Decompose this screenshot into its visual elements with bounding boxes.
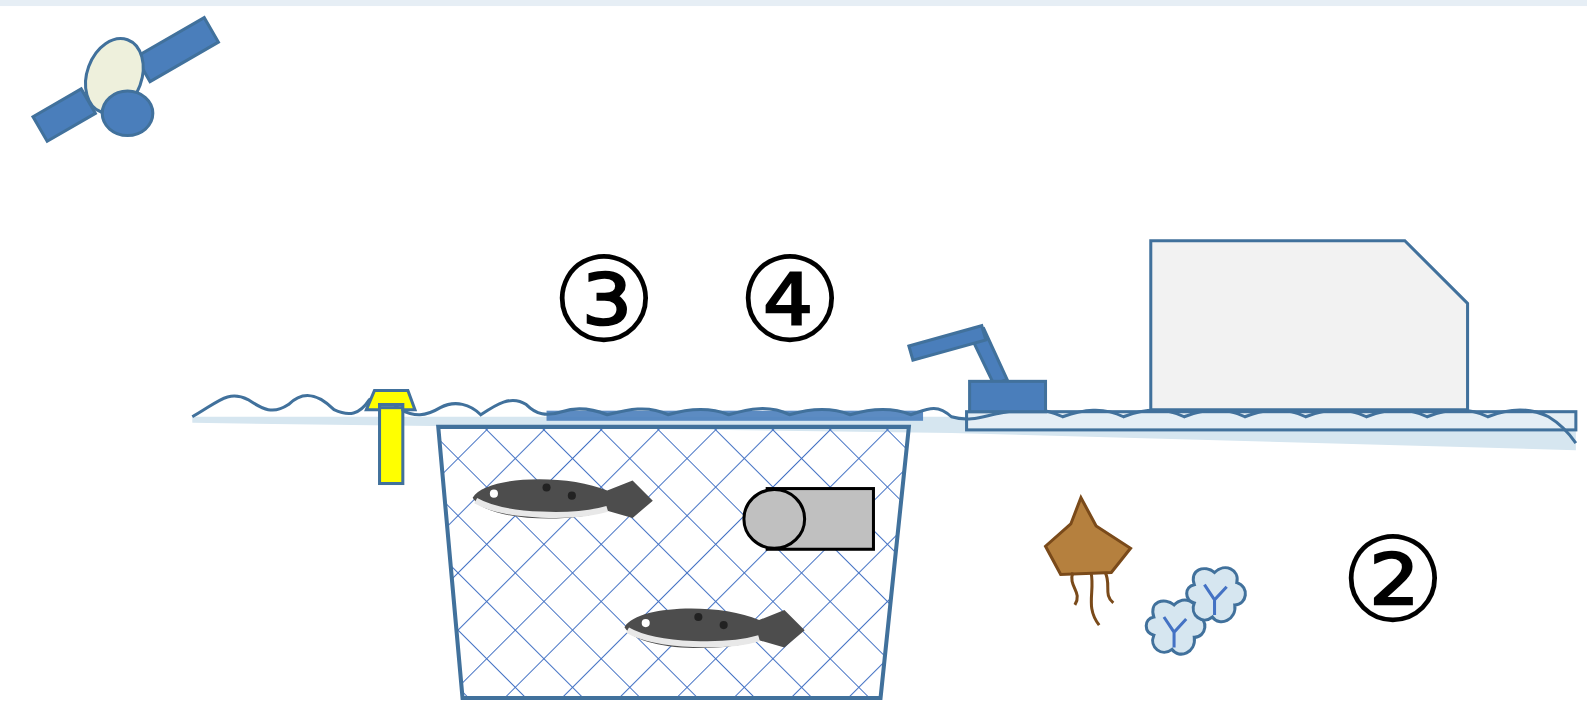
boat-cabin bbox=[1151, 241, 1468, 410]
seaweed-cluster bbox=[1146, 568, 1245, 654]
pufferfish bbox=[624, 609, 804, 648]
marker-buoy bbox=[366, 390, 415, 483]
net-cage bbox=[438, 427, 909, 698]
callout-number: ③ bbox=[551, 241, 657, 359]
pufferfish bbox=[473, 479, 653, 518]
crane-arm bbox=[909, 326, 1046, 412]
callout-number: ② bbox=[1340, 521, 1446, 639]
satellite bbox=[33, 18, 218, 142]
jellyfish bbox=[1046, 498, 1131, 625]
callout-number: ④ bbox=[737, 241, 843, 359]
underwater-camera bbox=[744, 489, 874, 550]
top-strip bbox=[0, 0, 1587, 6]
